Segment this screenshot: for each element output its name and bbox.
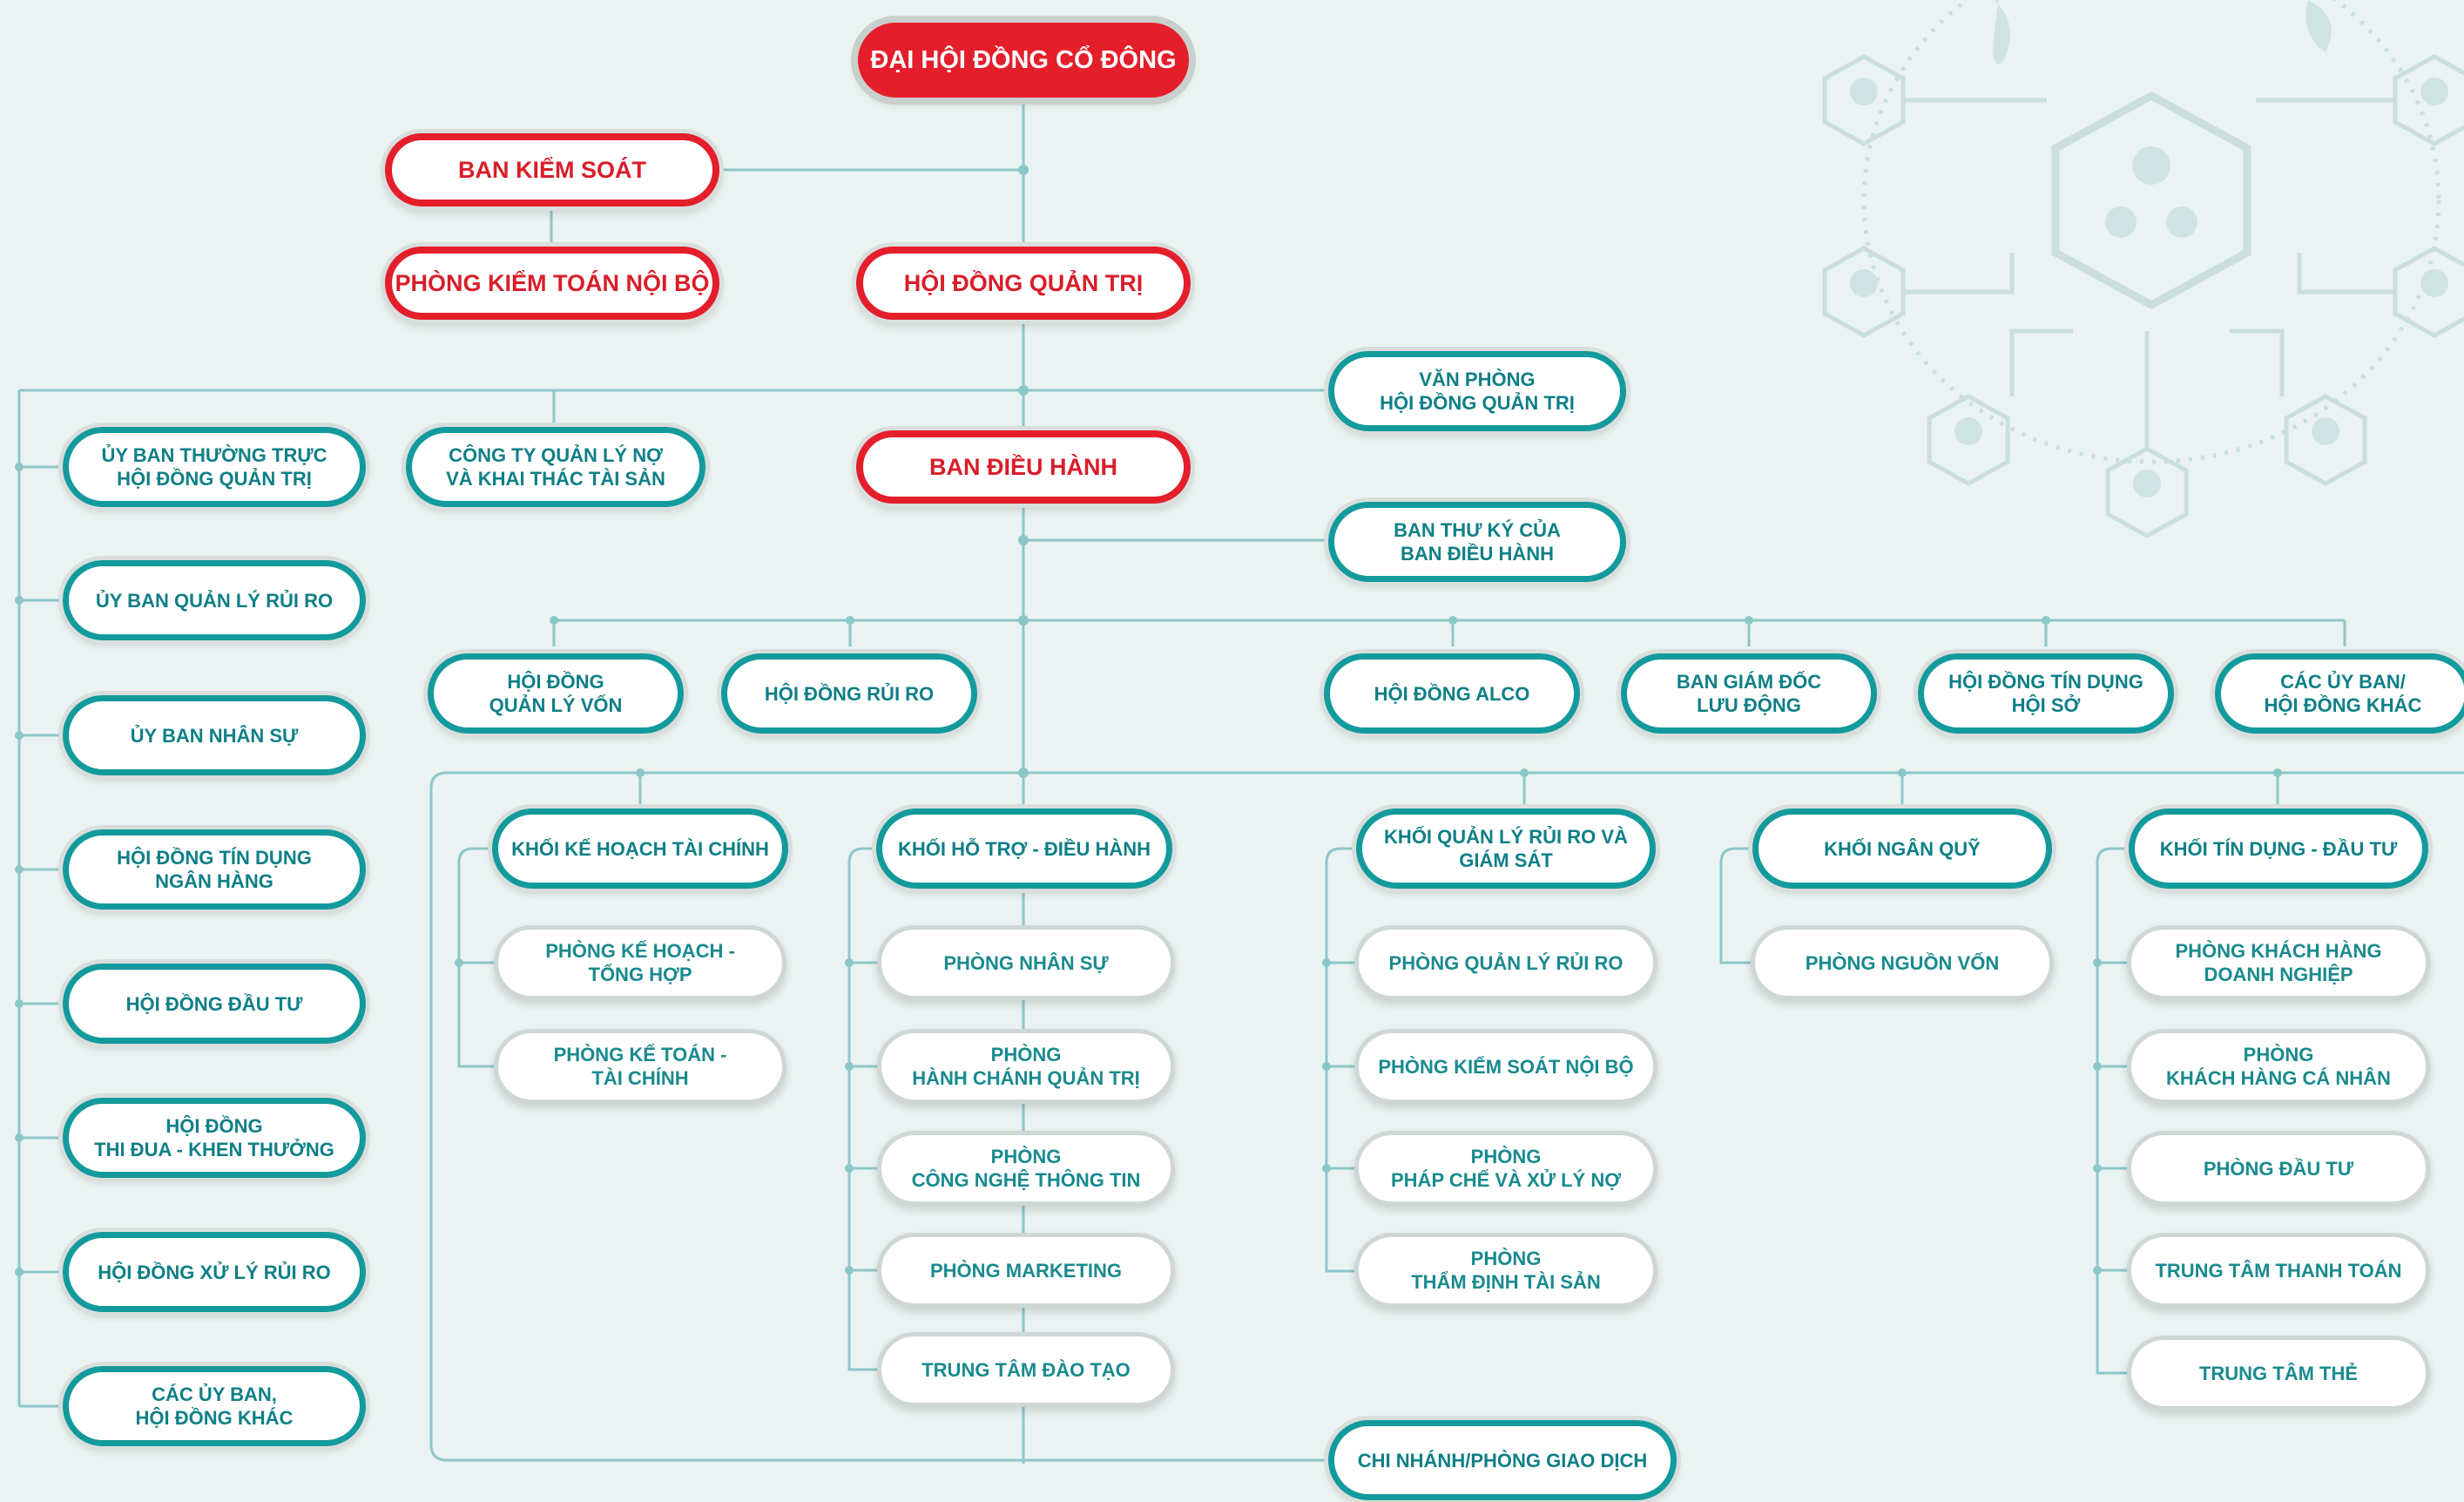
node-label: PHÒNG KIỂM SOÁT NỘI BỘ	[1378, 1055, 1634, 1078]
node-left-committee[interactable]: ỦY BAN THƯỜNG TRỰC HỘI ĐỒNG QUẢN TRỊ	[63, 427, 366, 507]
node-label: PHÒNG MARKETING	[930, 1259, 1122, 1282]
node-label: HỘI ĐỒNG QUẢN TRỊ	[903, 269, 1144, 296]
node-label: CÔNG TY QUẢN LÝ NỢ VÀ KHAI THÁC TÀI SẢN	[446, 444, 665, 490]
node-label: BAN GIÁM ĐỐC LƯU ĐỘNG	[1676, 671, 1822, 716]
node-label: KHỐI KẾ HOẠCH TÀI CHÍNH	[511, 837, 769, 860]
node-label: ỦY BAN QUẢN LÝ RỦI RO	[95, 589, 334, 612]
node-left-committee[interactable]: ỦY BAN NHÂN SỰ	[63, 695, 366, 775]
node-label: HỘI ĐỒNG QUẢN LÝ VỐN	[489, 671, 623, 716]
node-label: TRUNG TÂM THẺ	[2198, 1362, 2359, 1384]
node-department[interactable]: PHÒNG KẾ HOẠCH - TỔNG HỢP	[494, 925, 786, 1000]
node-label: ỦY BAN THƯỜNG TRỰC HỘI ĐỒNG QUẢN TRỊ	[101, 444, 327, 490]
node-label: BAN KIỂM SOÁT	[458, 156, 646, 183]
node-label: VĂN PHÒNG HỘI ĐỒNG QUẢN TRỊ	[1380, 369, 1575, 414]
node-department[interactable]: PHÒNG MARKETING	[877, 1233, 1175, 1308]
node-label: TRUNG TÂM THANH TOÁN	[2155, 1259, 2402, 1282]
node-department[interactable]: PHÒNG HÀNH CHÁNH QUẢN TRỊ	[877, 1029, 1175, 1104]
node-label: PHÒNG ĐẦU TƯ	[2203, 1157, 2354, 1180]
node-department[interactable]: PHÒNG CÔNG NGHỆ THÔNG TIN	[877, 1131, 1175, 1206]
node-department[interactable]: PHÒNG KHÁCH HÀNG CÁ NHÂN	[2127, 1029, 2430, 1104]
node-label: HỘI ĐỒNG TÍN DỤNG NGÂN HÀNG	[117, 847, 312, 892]
node-label: PHÒNG CÔNG NGHỆ THÔNG TIN	[911, 1146, 1141, 1191]
node-label: HỘI ĐỒNG RỦI RO	[764, 682, 935, 705]
node-department[interactable]: TRUNG TÂM THẺ	[2127, 1336, 2430, 1411]
node-label: PHÒNG KHÁCH HÀNG DOANH NGHIỆP	[2175, 940, 2382, 985]
node-department[interactable]: TRUNG TÂM ĐÀO TẠO	[877, 1332, 1175, 1407]
node-label: TRUNG TÂM ĐÀO TẠO	[921, 1358, 1131, 1381]
network-decoration-icon	[1822, 0, 2464, 538]
node-left-committee[interactable]: CÁC ỦY BAN, HỘI ĐỒNG KHÁC	[63, 1366, 366, 1446]
node-label: HỘI ĐỒNG TÍN DỤNG HỘI SỞ	[1948, 671, 2143, 716]
node-label: PHÒNG KẾ TOÁN - TÀI CHÍNH	[553, 1044, 727, 1089]
node-department[interactable]: PHÒNG KẾ TOÁN - TÀI CHÍNH	[494, 1029, 786, 1104]
node-council[interactable]: HỘI ĐỒNG TÍN DỤNG HỘI SỞ	[1918, 653, 2174, 734]
node-label: PHÒNG KHÁCH HÀNG CÁ NHÂN	[2166, 1044, 2391, 1089]
node-label: PHÒNG PHÁP CHẾ VÀ XỬ LÝ NỢ	[1391, 1146, 1621, 1191]
node-label: HỘI ĐỒNG ALCO	[1374, 682, 1530, 705]
node-chi-nhanh-phong-giao-dich[interactable]: CHI NHÁNH/PHÒNG GIAO DỊCH	[1328, 1420, 1677, 1500]
node-left-committee[interactable]: HỘI ĐỒNG ĐẦU TƯ	[63, 964, 366, 1044]
node-label: HỘI ĐỒNG XỬ LÝ RỦI RO	[98, 1261, 331, 1283]
node-label: BAN THƯ KÝ CỦA BAN ĐIỀU HÀNH	[1394, 519, 1561, 565]
node-department[interactable]: PHÒNG ĐẦU TƯ	[2127, 1131, 2430, 1206]
node-label: PHÒNG NHÂN SỰ	[943, 951, 1109, 974]
node-council[interactable]: CÁC ỦY BAN/ HỘI ĐỒNG KHÁC	[2215, 653, 2464, 734]
node-label: KHỐI QUẢN LÝ RỦI RO VÀ GIÁM SÁT	[1384, 826, 1628, 871]
node-label: PHÒNG HÀNH CHÁNH QUẢN TRỊ	[912, 1044, 1140, 1089]
node-label: ỦY BAN NHÂN SỰ	[130, 724, 299, 747]
node-council[interactable]: HỘI ĐỒNG QUẢN LÝ VỐN	[428, 653, 684, 734]
node-council[interactable]: HỘI ĐỒNG RỦI RO	[721, 653, 977, 734]
node-left-committee[interactable]: HỘI ĐỒNG TÍN DỤNG NGÂN HÀNG	[63, 829, 366, 910]
node-hoi-dong-quan-tri[interactable]: HỘI ĐỒNG QUẢN TRỊ	[856, 247, 1191, 320]
node-block-header[interactable]: KHỐI HỖ TRỢ - ĐIỀU HÀNH	[876, 809, 1172, 889]
node-department[interactable]: PHÒNG NHÂN SỰ	[877, 925, 1175, 1000]
node-department[interactable]: PHÒNG QUẢN LÝ RỦI RO	[1354, 925, 1657, 1000]
node-council[interactable]: BAN GIÁM ĐỐC LƯU ĐỘNG	[1621, 653, 1877, 734]
node-dai-hoi-dong-co-dong[interactable]: ĐẠI HỘI ĐỒNG CỔ ĐÔNG	[858, 23, 1189, 98]
node-council[interactable]: HỘI ĐỒNG ALCO	[1324, 653, 1580, 734]
node-block-header[interactable]: KHỐI NGÂN QUỸ	[1752, 809, 2052, 889]
node-department[interactable]: PHÒNG KIỂM SOÁT NỘI BỘ	[1354, 1029, 1657, 1104]
node-label: PHÒNG KẾ HOẠCH - TỔNG HỢP	[545, 940, 735, 985]
node-block-header[interactable]: KHỐI TÍN DỤNG - ĐẦU TƯ	[2129, 809, 2428, 889]
node-label: ĐẠI HỘI ĐỒNG CỔ ĐÔNG	[870, 45, 1177, 74]
node-label: HỘI ĐỒNG ĐẦU TƯ	[125, 992, 303, 1015]
node-label: BAN ĐIỀU HÀNH	[929, 453, 1117, 480]
node-phong-kiem-toan-noi-bo[interactable]: PHÒNG KIỂM TOÁN NỘI BỘ	[385, 247, 719, 320]
node-label: HỘI ĐỒNG THI ĐUA - KHEN THƯỞNG	[94, 1115, 334, 1160]
node-label: KHỐI HỖ TRỢ - ĐIỀU HÀNH	[897, 837, 1151, 860]
node-cong-ty-quan-ly-no[interactable]: CÔNG TY QUẢN LÝ NỢ VÀ KHAI THÁC TÀI SẢN	[406, 427, 705, 507]
node-department[interactable]: PHÒNG NGUỒN VỐN	[1751, 925, 2054, 1000]
node-ban-dieu-hanh[interactable]: BAN ĐIỀU HÀNH	[856, 430, 1191, 504]
node-left-committee[interactable]: HỘI ĐỒNG XỬ LÝ RỦI RO	[63, 1232, 366, 1312]
node-department[interactable]: PHÒNG PHÁP CHẾ VÀ XỬ LÝ NỢ	[1354, 1131, 1657, 1206]
node-block-header[interactable]: KHỐI KẾ HOẠCH TÀI CHÍNH	[492, 809, 788, 889]
node-label: PHÒNG KIỂM TOÁN NỘI BỘ	[395, 269, 710, 296]
node-label: PHÒNG NGUỒN VỐN	[1805, 951, 2000, 974]
node-label: PHÒNG THẨM ĐỊNH TÀI SẢN	[1411, 1248, 1601, 1293]
node-block-header[interactable]: KHỐI QUẢN LÝ RỦI RO VÀ GIÁM SÁT	[1356, 809, 1656, 889]
node-department[interactable]: PHÒNG THẨM ĐỊNH TÀI SẢN	[1354, 1233, 1657, 1308]
node-label: CHI NHÁNH/PHÒNG GIAO DỊCH	[1357, 1449, 1648, 1472]
node-label: KHỐI NGÂN QUỸ	[1824, 837, 1981, 860]
node-label: CÁC ỦY BAN, HỘI ĐỒNG KHÁC	[135, 1384, 294, 1429]
node-van-phong-hdqt[interactable]: VĂN PHÒNG HỘI ĐỒNG QUẢN TRỊ	[1328, 351, 1626, 431]
node-ban-thu-ky[interactable]: BAN THƯ KÝ CỦA BAN ĐIỀU HÀNH	[1328, 502, 1626, 582]
node-ban-kiem-soat[interactable]: BAN KIỂM SOÁT	[385, 133, 719, 206]
node-label: KHỐI TÍN DỤNG - ĐẦU TƯ	[2159, 837, 2398, 860]
node-label: PHÒNG QUẢN LÝ RỦI RO	[1388, 951, 1624, 974]
node-department[interactable]: TRUNG TÂM THANH TOÁN	[2127, 1233, 2430, 1308]
node-left-committee[interactable]: ỦY BAN QUẢN LÝ RỦI RO	[63, 560, 366, 640]
node-label: CÁC ỦY BAN/ HỘI ĐỒNG KHÁC	[2264, 671, 2422, 716]
node-left-committee[interactable]: HỘI ĐỒNG THI ĐUA - KHEN THƯỞNG	[63, 1098, 366, 1178]
node-department[interactable]: PHÒNG KHÁCH HÀNG DOANH NGHIỆP	[2127, 925, 2430, 1000]
